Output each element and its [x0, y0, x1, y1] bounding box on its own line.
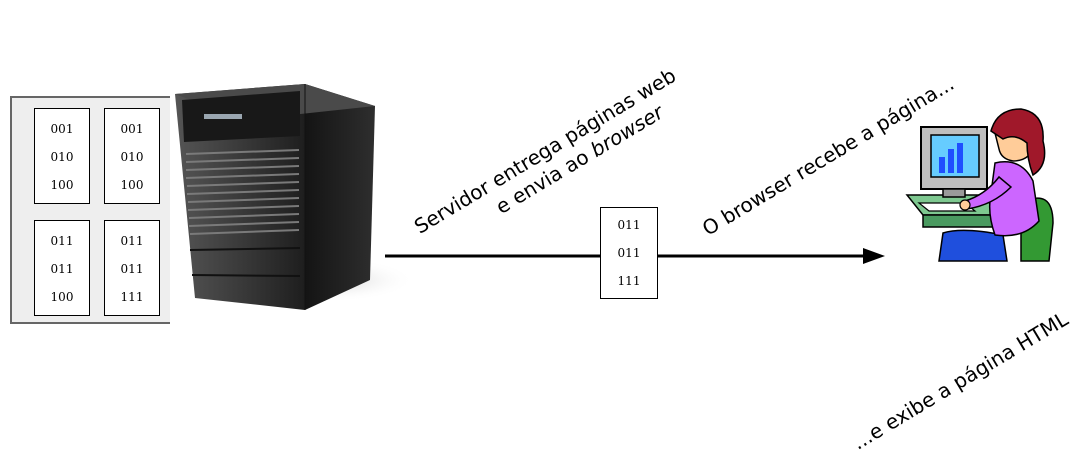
bits-line: 100: [50, 178, 74, 192]
bits-line: 011: [120, 262, 144, 276]
server-file-store: 001 010 100 001 010 100 011 011 100 011 …: [10, 96, 170, 324]
bits-line: 011: [617, 218, 641, 232]
bits-line: 100: [50, 290, 74, 304]
data-block: 011 011 111: [104, 220, 160, 316]
bits-line: 001: [50, 122, 74, 136]
data-block: 001 010 100: [104, 108, 160, 204]
bits-line: 011: [120, 234, 144, 248]
browser-displays-label: ...e exibe a página HTML: [848, 306, 1073, 455]
bits-line: 100: [120, 178, 144, 192]
bits-line: 001: [120, 122, 144, 136]
bits-line: 011: [50, 262, 74, 276]
bits-line: 010: [50, 150, 74, 164]
transit-packet: 011 011 111: [600, 207, 658, 299]
bits-line: 011: [50, 234, 74, 248]
bits-line: 111: [617, 274, 641, 288]
user-at-computer-icon: [905, 108, 1054, 262]
data-block: 001 010 100: [34, 108, 90, 204]
bits-line: 010: [120, 150, 144, 164]
data-block: 011 011 100: [34, 220, 90, 316]
bits-line: 011: [617, 246, 641, 260]
bits-line: 111: [120, 290, 144, 304]
server-tower-icon: [175, 84, 410, 310]
